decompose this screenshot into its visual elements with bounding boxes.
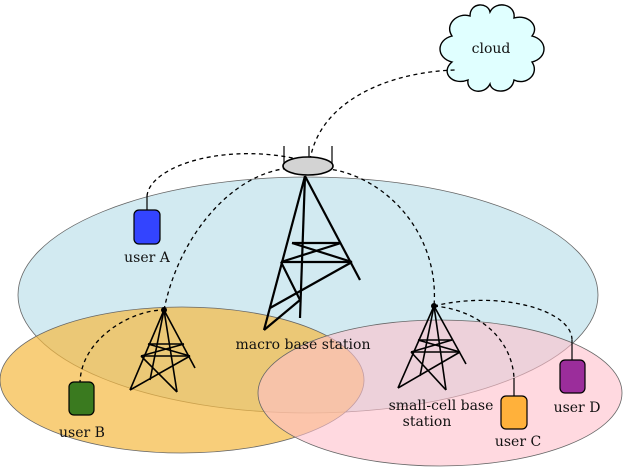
macro-base-station-label: macro base station [236, 337, 371, 353]
link-small-right-user-d [433, 299, 573, 341]
link-macro-user-a [146, 152, 311, 197]
link-macro-small-left [163, 167, 301, 311]
macro-base-station-tower [262, 146, 361, 331]
cloud-label: cloud [472, 41, 511, 57]
link-small-right-user-c [433, 305, 515, 379]
link-cloud-macro [309, 69, 456, 161]
user-c-label: user C [495, 434, 541, 450]
user-d-label: user D [554, 400, 601, 416]
user-b-device [68, 381, 95, 416]
cloud-icon [439, 4, 545, 92]
user-c-phone-icon [500, 395, 528, 430]
user-d-device [559, 340, 586, 394]
user-a-device [133, 196, 161, 245]
small-cell-tower-left [129, 307, 196, 393]
small-cell-label-line1: small-cell base [389, 398, 494, 414]
small-cell-label-line2: station [403, 414, 452, 430]
user-a-phone-icon [133, 209, 161, 245]
user-b-label: user B [59, 425, 105, 441]
user-d-phone-icon [559, 359, 586, 394]
small-cell-coverage-right [257, 319, 623, 467]
user-a-label: user A [124, 250, 171, 266]
antenna-dish [282, 156, 334, 176]
user-b-phone-icon [68, 381, 95, 416]
link-small-left-user-b [79, 309, 165, 385]
link-macro-small-right [317, 167, 435, 307]
small-cell-tower-right [397, 303, 467, 391]
user-c-device [500, 378, 528, 430]
